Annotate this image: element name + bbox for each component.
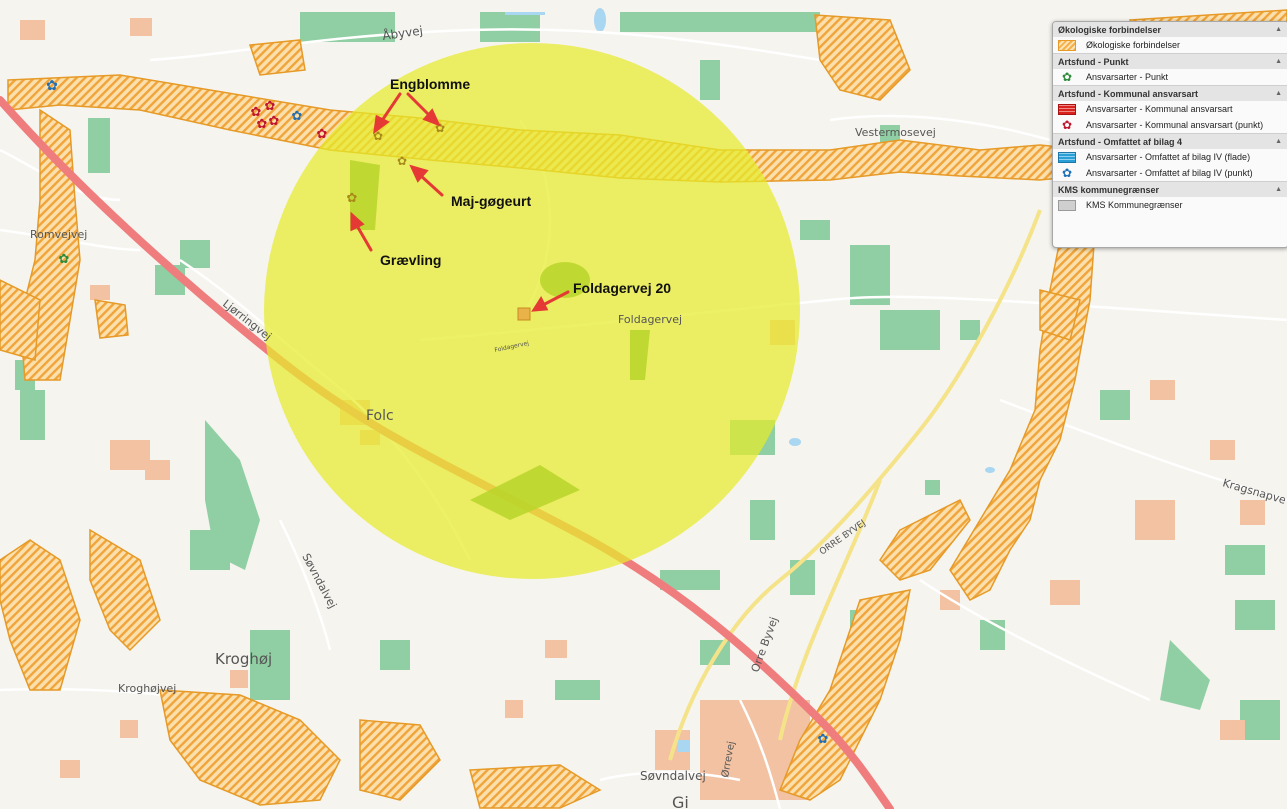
red-flower-icon: ✿: [1061, 118, 1073, 132]
legend-group-header[interactable]: Artsfund - Kommunal ansvarsart ▲: [1053, 85, 1287, 101]
place-label-folc: Folc: [366, 408, 394, 424]
caret-up-icon[interactable]: ▲: [1275, 90, 1282, 97]
legend-group-header[interactable]: Artsfund - Omfattet af bilag 4 ▲: [1053, 133, 1287, 149]
legend-item-label: KMS Kommunegrænser: [1086, 200, 1183, 210]
road-label-kroghojvej: Krogh​øjvej: [118, 682, 176, 695]
annotation-engblomme: Engblomme: [390, 76, 470, 92]
caret-up-icon[interactable]: ▲: [1275, 26, 1282, 33]
main-roads: [668, 209, 1042, 761]
legend-item: ✿ Ansvarsarter - Kommunal ansvarsart (pu…: [1053, 117, 1287, 133]
water-features: [505, 8, 995, 752]
flower-marker-olive-icon: ✿: [435, 121, 445, 135]
legend-item-label: Ansvarsarter - Punkt: [1086, 72, 1169, 82]
legend-group-title: Artsfund - Punkt: [1058, 56, 1129, 67]
place-label-kroghoj: Kroghøj: [215, 650, 272, 668]
caret-up-icon[interactable]: ▲: [1275, 58, 1282, 65]
road-label-foldagervej: Foldagervej: [618, 313, 682, 326]
species-markers: ✿ ✿ ✿ ✿ ✿ ✿ ✿ ✿ ✿ ✿ ✿ ✿ ✿: [46, 78, 828, 747]
flower-marker-red-icon: ✿: [251, 105, 262, 120]
legend-item-label: Ansvarsarter - Omfattet af bilag IV (fla…: [1086, 152, 1251, 162]
legend-item-label: Økologiske forbindelser: [1086, 40, 1181, 50]
annotation-arrows: [350, 92, 570, 312]
legend-item: Ansvarsarter - Kommunal ansvarsart: [1053, 101, 1287, 117]
inner-green-features: [350, 160, 650, 520]
road-label-vestermosevej: Vestermosevej: [855, 126, 936, 139]
flower-marker-olive-icon: ✿: [347, 191, 358, 206]
grey-swatch-icon: [1058, 199, 1076, 211]
forest-areas: [15, 12, 1280, 740]
legend-item-label: Ansvarsarter - Kommunal ansvarsart (punk…: [1086, 120, 1264, 130]
annotation-graevling: Grævling: [380, 252, 441, 268]
green-flower-icon: ✿: [1061, 70, 1073, 84]
place-label-bottom: Gi: [672, 793, 689, 809]
annotation-maj-gogeurt: Maj-gøgeurt: [451, 193, 531, 209]
flower-marker-blue-icon: ✿: [818, 732, 829, 747]
legend-item: KMS Kommunegrænser: [1053, 197, 1287, 213]
red-fill-swatch-icon: [1058, 103, 1076, 115]
flower-marker-blue-icon: ✿: [292, 109, 303, 124]
flower-marker-red-icon: ✿: [269, 114, 280, 129]
blue-flower-icon: ✿: [1061, 166, 1073, 180]
annotation-address: Foldagervej 20: [573, 280, 671, 296]
flower-marker-red-icon: ✿: [257, 117, 268, 132]
caret-up-icon[interactable]: ▲: [1275, 186, 1282, 193]
flower-marker-green-icon: ✿: [59, 252, 70, 267]
blue-fill-swatch-icon: [1058, 151, 1076, 163]
legend-group-title: Økologiske forbindelser: [1058, 24, 1162, 35]
legend-group-header[interactable]: KMS kommunegrænser ▲: [1053, 181, 1287, 197]
legend-item: ✿ Ansvarsarter - Omfattet af bilag IV (p…: [1053, 165, 1287, 181]
road-label-sovndalvej-bottom: Søvndalvej: [640, 769, 706, 783]
legend-group-title: KMS kommunegrænser: [1058, 184, 1160, 195]
address-building: [517, 307, 531, 321]
legend-group-header[interactable]: Økologiske forbindelser ▲: [1053, 22, 1287, 37]
hatch-swatch-icon: [1058, 39, 1076, 51]
legend-group-title: Artsfund - Omfattet af bilag 4: [1058, 136, 1183, 147]
legend-panel: Økologiske forbindelser ▲ Økologiske for…: [1052, 21, 1287, 248]
legend-item: ✿ Ansvarsarter - Punkt: [1053, 69, 1287, 85]
flower-marker-red-icon: ✿: [317, 127, 328, 142]
legend-item-label: Ansvarsarter - Kommunal ansvarsart: [1086, 104, 1233, 114]
legend-group-title: Artsfund - Kommunal ansvarsart: [1058, 88, 1199, 99]
road-label-romvej: Romvejvej: [30, 228, 87, 241]
legend-group-header[interactable]: Artsfund - Punkt ▲: [1053, 53, 1287, 69]
flower-marker-red-icon: ✿: [265, 99, 276, 114]
flower-marker-olive-icon: ✿: [397, 154, 407, 168]
legend-item: Ansvarsarter - Omfattet af bilag IV (fla…: [1053, 149, 1287, 165]
caret-up-icon[interactable]: ▲: [1275, 138, 1282, 145]
legend-item: Økologiske forbindelser: [1053, 37, 1287, 53]
flower-marker-olive-icon: ✿: [373, 129, 383, 143]
road-label-aabyvej: Åbyvej: [381, 22, 423, 43]
legend-item-label: Ansvarsarter - Omfattet af bilag IV (pun…: [1086, 168, 1253, 178]
flower-marker-blue-icon: ✿: [46, 78, 58, 94]
